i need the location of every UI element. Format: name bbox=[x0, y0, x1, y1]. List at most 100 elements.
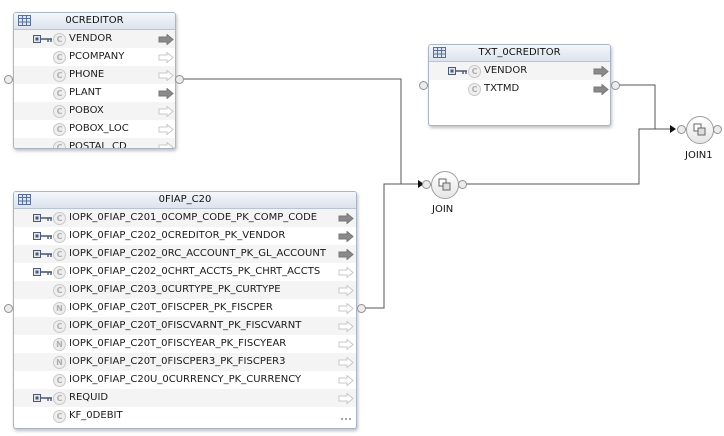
join-node[interactable] bbox=[431, 171, 459, 199]
char-type-icon: C bbox=[53, 248, 66, 261]
column-name: PCOMPANY bbox=[69, 51, 125, 62]
table-header[interactable]: TXT_0CREDITOR bbox=[429, 45, 610, 62]
map-arrow-icon[interactable] bbox=[338, 392, 354, 405]
join1-node[interactable] bbox=[686, 116, 714, 144]
more-icon[interactable] bbox=[338, 411, 354, 422]
char-type-icon: C bbox=[53, 105, 66, 118]
column-name: VENDOR bbox=[69, 33, 113, 44]
table-title: TXT_0CREDITOR bbox=[478, 47, 561, 58]
table-icon bbox=[18, 194, 31, 205]
char-type-icon: C bbox=[53, 284, 66, 297]
input-port[interactable] bbox=[4, 304, 13, 313]
map-arrow-icon[interactable] bbox=[158, 33, 174, 46]
join-icon bbox=[693, 123, 706, 136]
map-arrow-icon[interactable] bbox=[158, 141, 174, 148]
column-name: POSTAL_CD bbox=[69, 141, 127, 149]
input-port[interactable] bbox=[4, 75, 13, 84]
column-name: IOPK_0FIAP_C202_0RC_ACCOUNT_PK_GL_ACCOUN… bbox=[69, 248, 326, 259]
join-output-port[interactable] bbox=[458, 180, 467, 189]
key-icon bbox=[33, 393, 53, 403]
map-arrow-icon[interactable] bbox=[593, 83, 609, 96]
map-arrow-icon[interactable] bbox=[338, 374, 354, 387]
char-type-icon: C bbox=[53, 374, 66, 387]
table-header[interactable]: 0FIAP_C20 bbox=[14, 192, 356, 209]
map-arrow-icon[interactable] bbox=[593, 65, 609, 78]
char-type-icon: C bbox=[468, 83, 481, 96]
map-arrow-icon[interactable] bbox=[338, 302, 354, 315]
column-name: IOPK_0FIAP_C202_0CHRT_ACCTS_PK_CHRT_ACCT… bbox=[69, 266, 321, 277]
char-type-icon: C bbox=[53, 392, 66, 405]
column-name: IOPK_0FIAP_C20T_0FISCPER_PK_FISCPER bbox=[69, 302, 273, 313]
column-name: IOPK_0FIAP_C20T_0FISCPER3_PK_FISCPER3 bbox=[69, 356, 286, 367]
map-arrow-icon[interactable] bbox=[158, 69, 174, 82]
join1-output-port[interactable] bbox=[713, 125, 722, 134]
join-icon bbox=[438, 178, 451, 191]
char-type-icon: C bbox=[53, 410, 66, 423]
table-title: 0CREDITOR bbox=[65, 15, 124, 26]
map-arrow-icon[interactable] bbox=[158, 87, 174, 100]
char-type-icon: C bbox=[53, 123, 66, 136]
map-arrow-icon[interactable] bbox=[338, 212, 354, 225]
column-name: KF_0DEBIT bbox=[69, 410, 123, 421]
key-icon bbox=[33, 231, 53, 241]
char-type-icon: C bbox=[53, 320, 66, 333]
input-port[interactable] bbox=[419, 81, 428, 90]
map-arrow-icon[interactable] bbox=[338, 248, 354, 261]
map-arrow-icon[interactable] bbox=[158, 51, 174, 64]
column-name: TXTMD bbox=[484, 83, 520, 94]
table-icon bbox=[433, 47, 446, 58]
output-port[interactable] bbox=[175, 75, 184, 84]
column-name: POBOX_LOC bbox=[69, 123, 129, 134]
key-icon bbox=[33, 34, 53, 44]
char-type-icon: C bbox=[53, 141, 66, 148]
char-type-icon: C bbox=[53, 230, 66, 243]
key-icon bbox=[33, 267, 53, 277]
table-title: 0FIAP_C20 bbox=[158, 194, 212, 205]
char-type-icon: C bbox=[53, 212, 66, 225]
map-arrow-icon[interactable] bbox=[158, 105, 174, 118]
map-arrow-icon[interactable] bbox=[338, 266, 354, 279]
join-input-port[interactable] bbox=[422, 180, 431, 189]
numeric-type-icon: N bbox=[53, 302, 66, 315]
char-type-icon: C bbox=[53, 266, 66, 279]
table-header[interactable]: 0CREDITOR bbox=[14, 13, 175, 30]
map-arrow-icon[interactable] bbox=[338, 284, 354, 297]
map-arrow-icon[interactable] bbox=[338, 356, 354, 369]
column-name: PHONE bbox=[69, 69, 105, 80]
map-arrow-icon[interactable] bbox=[338, 320, 354, 333]
map-arrow-icon[interactable] bbox=[338, 338, 354, 351]
map-arrow-icon[interactable] bbox=[158, 123, 174, 136]
column-name: IOPK_0FIAP_C202_0CREDITOR_PK_VENDOR bbox=[69, 230, 286, 241]
output-port[interactable] bbox=[357, 304, 366, 313]
key-icon bbox=[33, 213, 53, 223]
output-port[interactable] bbox=[611, 81, 620, 90]
map-arrow-icon[interactable] bbox=[338, 230, 354, 243]
column-name: IOPK_0FIAP_C20T_0FISCVARNT_PK_FISCVARNT bbox=[69, 320, 302, 331]
join1-input-port[interactable] bbox=[677, 125, 686, 134]
